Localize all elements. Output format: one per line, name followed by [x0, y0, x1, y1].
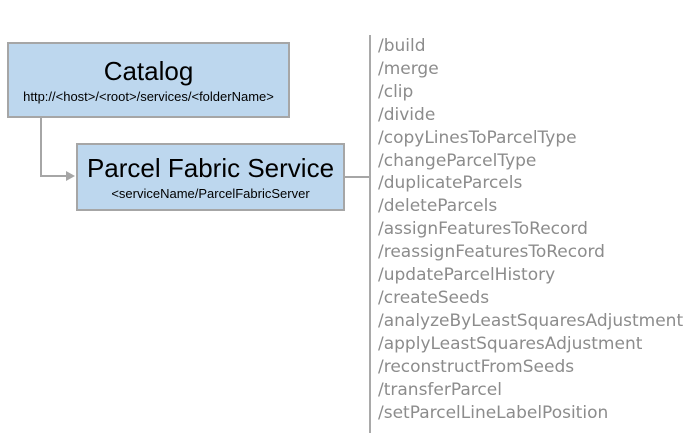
endpoint-item: /copyLinesToParcelType	[378, 127, 577, 148]
catalog-node: Catalog http://<host>/<root>/services/<f…	[7, 42, 290, 118]
endpoint-item: /merge	[378, 58, 439, 79]
connector-service-to-rule-line	[345, 176, 369, 178]
endpoint-item: /reassignFeaturesToRecord	[378, 242, 605, 263]
endpoint-item: /clip	[378, 81, 414, 102]
endpoint-list-rule	[369, 35, 371, 433]
endpoint-item: /createSeeds	[378, 287, 490, 308]
endpoint-item: /duplicateParcels	[378, 173, 523, 194]
endpoint-item: /build	[378, 36, 426, 56]
endpoint-item: /deleteParcels	[378, 196, 498, 217]
service-title: Parcel Fabric Service	[86, 152, 335, 183]
endpoint-item: /divide	[378, 104, 436, 125]
catalog-title: Catalog	[103, 55, 194, 86]
endpoint-item: /setParcelLineLabelPosition	[378, 402, 609, 423]
endpoint-item: /updateParcelHistory	[378, 265, 556, 286]
endpoint-item: /transferParcel	[378, 379, 502, 400]
service-url: <serviceName/ParcelFabricServer	[111, 185, 310, 201]
endpoint-list: /build/merge/clip/divide/copyLinesToParc…	[378, 35, 688, 424]
endpoint-item: /analyzeByLeastSquaresAdjustment	[378, 310, 684, 331]
catalog-url: http://<host>/<root>/services/<folderNam…	[23, 88, 274, 104]
endpoint-item: /changeParcelType	[378, 150, 537, 171]
parcel-fabric-service-node: Parcel Fabric Service <serviceName/Parce…	[76, 143, 345, 211]
endpoint-item: /applyLeastSquaresAdjustment	[378, 333, 643, 354]
connector-catalog-vertical-line	[40, 118, 42, 177]
endpoint-item: /assignFeaturesToRecord	[378, 219, 588, 240]
connector-catalog-horizontal-line	[40, 175, 68, 177]
endpoint-item: /reconstructFromSeeds	[378, 356, 575, 377]
arrowhead-icon	[66, 171, 75, 181]
